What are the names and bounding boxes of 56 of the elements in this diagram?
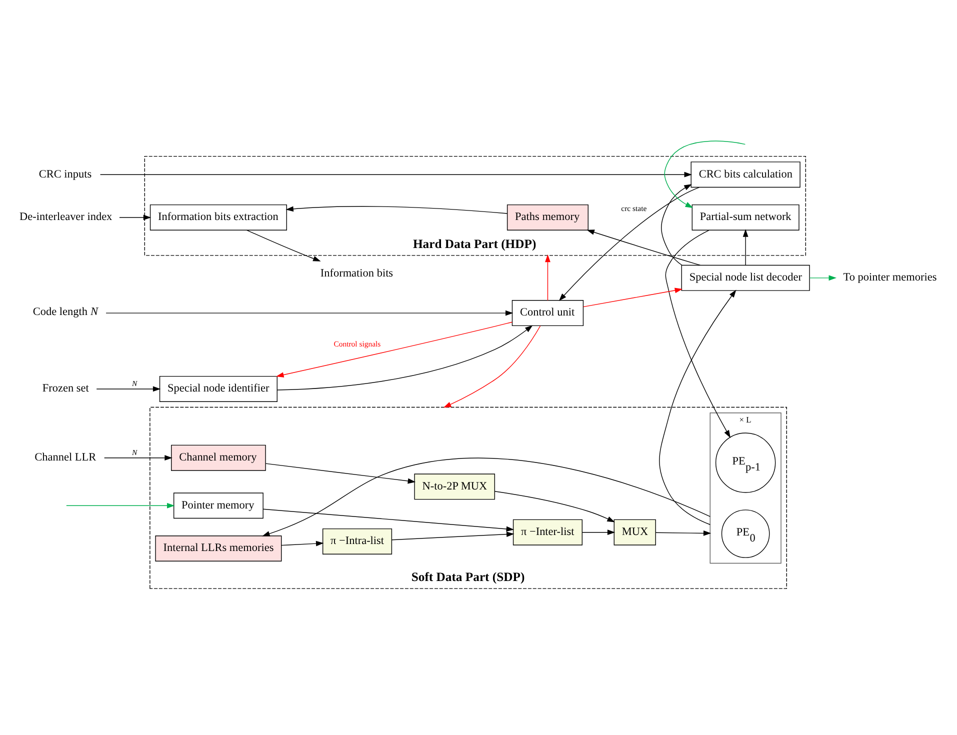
node-box: π −Intra-list	[322, 528, 392, 554]
node-box: CRC bits calculation	[690, 162, 800, 188]
node-box: Channel memory	[171, 444, 266, 471]
arrow	[494, 491, 615, 522]
node-label: × L	[739, 414, 752, 424]
arrow	[742, 229, 748, 266]
node-box: π −Inter-list	[512, 519, 583, 546]
node-text: Frozen set	[42, 382, 89, 395]
arrow	[443, 326, 541, 408]
arrow	[665, 230, 730, 438]
node-box: Special node identifier	[159, 376, 278, 402]
node-box: Partial-sum network	[692, 204, 800, 230]
arrow	[100, 172, 692, 178]
arrow	[655, 530, 712, 536]
arrow	[545, 254, 550, 301]
arrow	[66, 502, 175, 508]
edge-label: crc state	[621, 204, 647, 214]
arrow	[582, 530, 616, 536]
node-text: To pointer memories	[843, 272, 937, 284]
arrow	[106, 310, 514, 316]
arrow	[281, 540, 324, 546]
arrow	[809, 275, 837, 281]
arrow	[286, 206, 508, 214]
cluster	[710, 412, 782, 564]
arrow	[661, 184, 692, 266]
edge-label: Control signals	[334, 340, 381, 349]
node-box: Paths memory	[506, 204, 588, 230]
node-box: Internal LLRs memories	[155, 536, 282, 562]
node-box: Information bits extraction	[150, 204, 287, 230]
arrow	[664, 140, 746, 208]
arrow	[276, 322, 512, 378]
node-box: MUX	[614, 519, 656, 546]
node-text: Channel LLR	[34, 452, 96, 464]
node-box: Pointer memory	[173, 492, 264, 519]
node-box: Control unit	[512, 300, 584, 326]
arrow	[586, 230, 701, 266]
node-text: Code length N	[32, 306, 98, 318]
edge-label: N	[132, 379, 138, 388]
arrow	[558, 186, 700, 302]
arrow	[104, 455, 172, 461]
node-text: CRC inputs	[38, 168, 92, 180]
edge-label: N	[132, 448, 138, 457]
node-text: Information bits	[320, 267, 394, 280]
node-text: De-interleaver index	[20, 211, 112, 224]
arrow	[246, 230, 321, 262]
arrow	[265, 463, 416, 484]
arrow	[96, 386, 161, 392]
node-box: N-to-2P MUX	[414, 474, 496, 500]
arrow	[391, 532, 514, 540]
node-box: Special node list decoder	[681, 264, 810, 291]
arrow	[582, 288, 683, 308]
arrow	[119, 214, 152, 220]
arrow	[276, 325, 533, 390]
arrow	[262, 508, 514, 532]
arrow	[659, 290, 736, 525]
arrow	[262, 458, 710, 536]
